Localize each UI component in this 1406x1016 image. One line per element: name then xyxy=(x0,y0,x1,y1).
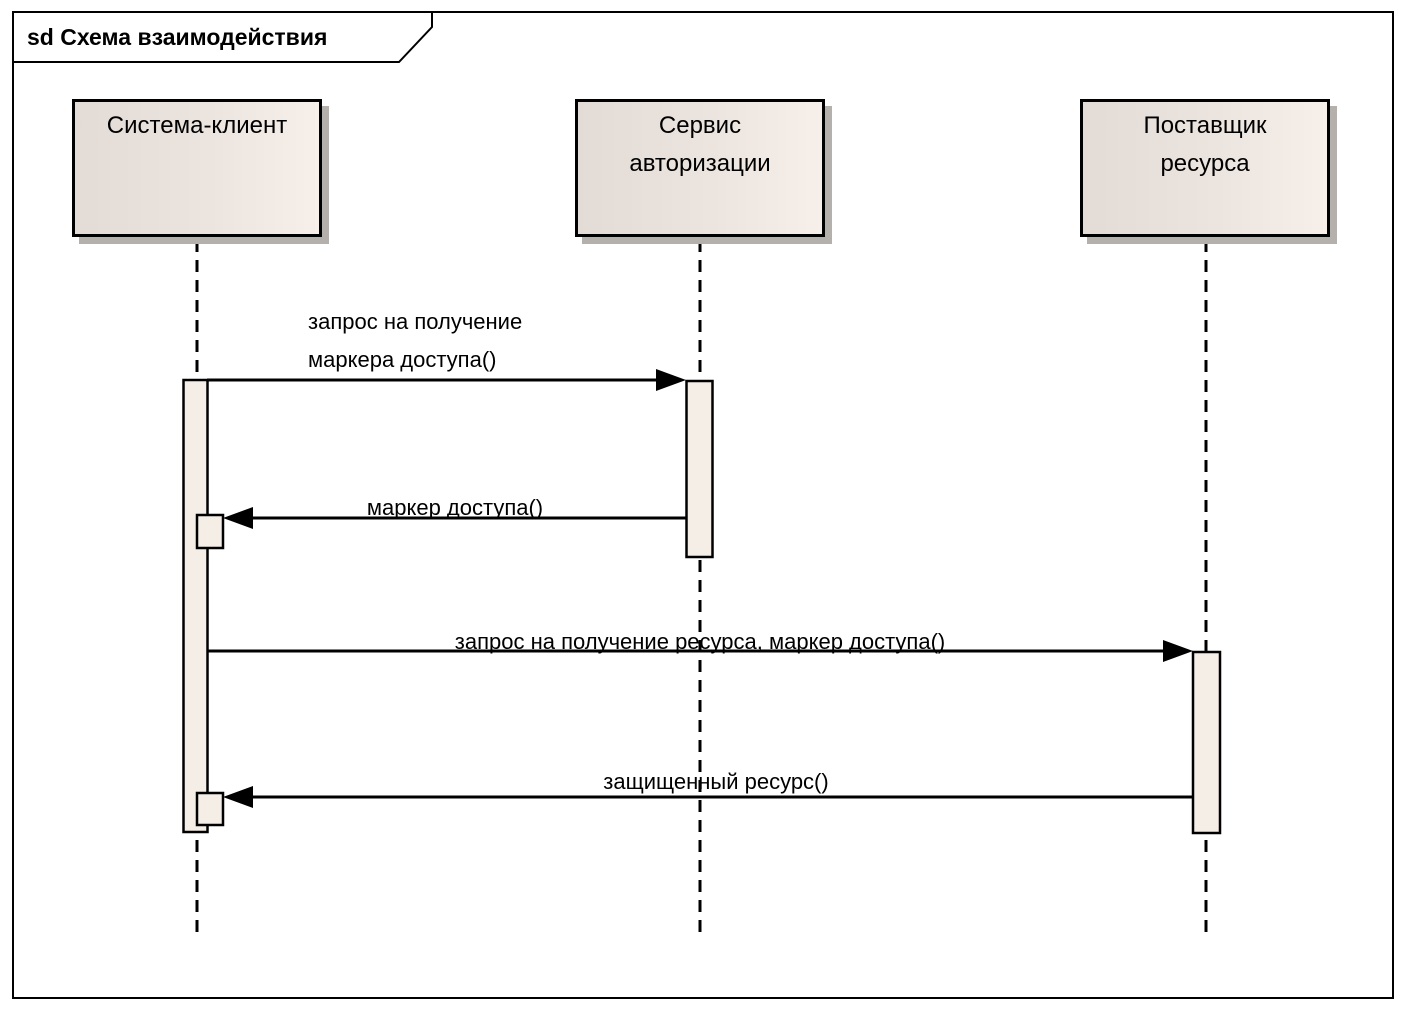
frame-border xyxy=(12,11,1394,999)
frame-title-tab xyxy=(12,11,433,63)
lifeline-head-client: Система-клиент xyxy=(72,99,322,237)
message-label-4: защищенный ресурс() xyxy=(603,769,829,794)
activation-bar-client-nested-1 xyxy=(195,513,225,550)
lifeline-name: Система-клиент xyxy=(106,112,288,139)
lifeline-name: Поставщик ресурса xyxy=(1143,112,1267,177)
message-label-line: маркера доступа() xyxy=(308,347,497,372)
lifeline-head-auth-service: Сервис авторизации xyxy=(575,99,825,237)
arrowhead-left-icon xyxy=(223,786,253,808)
message-label-2: маркер доступа() xyxy=(366,495,544,520)
arrowhead-left-icon xyxy=(223,507,253,529)
activation-bar-auth-service xyxy=(685,379,714,559)
lifeline-head-resource-provider: Поставщик ресурса xyxy=(1080,99,1330,237)
message-label-3: запрос на получение ресурса, маркер дост… xyxy=(454,629,946,654)
frame-title: sd Схема взаимодействия xyxy=(27,24,328,50)
arrowhead-right-icon xyxy=(1163,640,1193,662)
lifeline-name: Сервис авторизации xyxy=(629,112,771,177)
activation-bar-client-main xyxy=(182,378,209,834)
message-label-line: запрос на получение xyxy=(308,309,523,334)
activation-bar-client-nested-2 xyxy=(195,791,225,827)
arrowhead-right-icon xyxy=(656,369,686,391)
activation-bar-resource-provider xyxy=(1191,650,1222,835)
message-label-1: запрос на получение маркера доступа() xyxy=(308,303,522,379)
